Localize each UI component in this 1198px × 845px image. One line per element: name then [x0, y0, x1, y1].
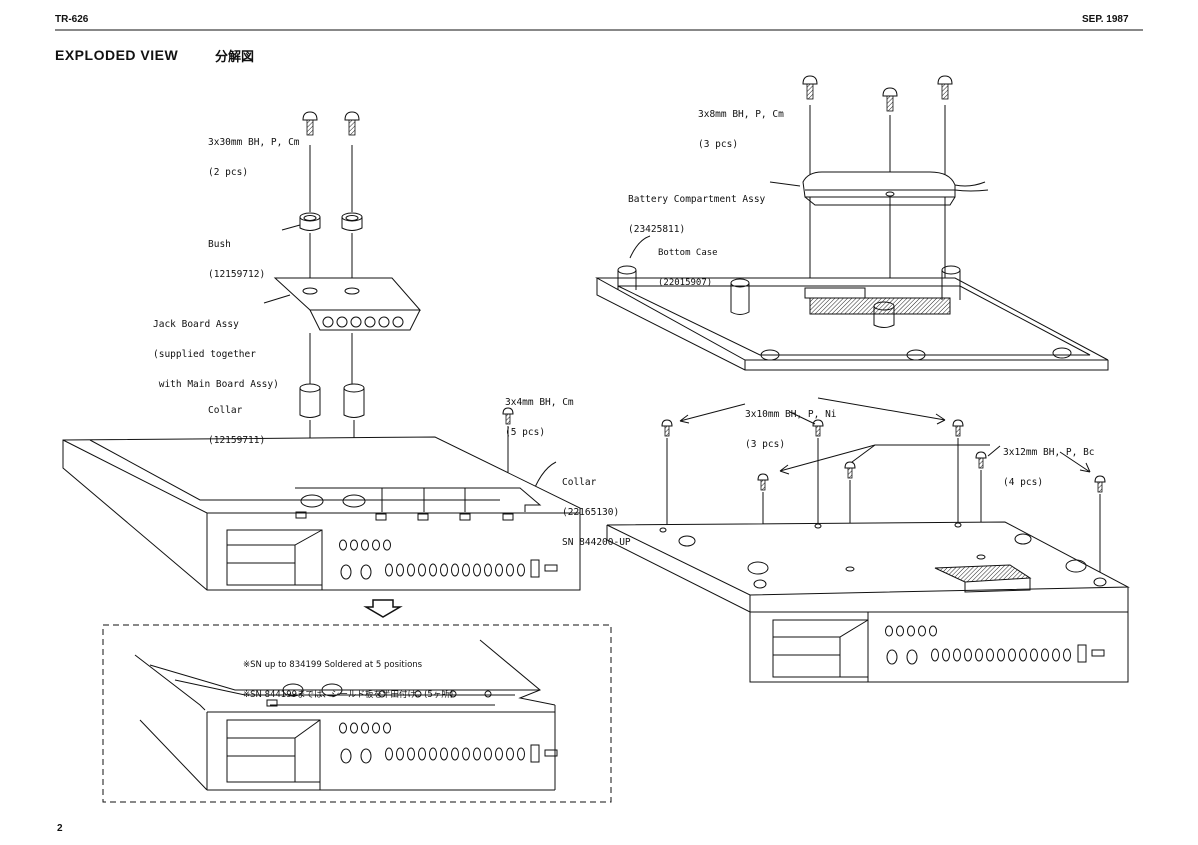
- label-screw-12mm: 3x12mm BH, P, Bc (4 pcs): [1003, 428, 1095, 508]
- front-buttons-detail: [339, 722, 558, 764]
- detail-unit-body: [134, 639, 558, 791]
- label-bottom-case: Bottom Case (22015907): [658, 228, 718, 308]
- front-buttons-right: [885, 625, 1105, 665]
- front-buttons-upper: [339, 539, 558, 580]
- label-bush-part: (12159712): [208, 269, 266, 280]
- screw-8mm-2: [882, 87, 898, 112]
- screw-12mm-1: [757, 473, 769, 491]
- detail-arrow-icon: [363, 599, 403, 618]
- bush-left: [299, 212, 321, 231]
- label-screw-10mm-spec: 3x10mm BH, P, Ni: [745, 409, 837, 420]
- label-bottom-case-name: Bottom Case: [658, 248, 718, 258]
- label-screw-30mm-spec: 3x30mm BH, P, Cm: [208, 137, 300, 148]
- label-jack-board-name: Jack Board Assy: [153, 319, 239, 330]
- label-screw-4mm-qty: (5 pcs): [505, 427, 546, 438]
- page-number: 2: [57, 823, 63, 834]
- label-bush-name: Bush: [208, 239, 231, 250]
- label-bush: Bush (12159712): [208, 220, 265, 300]
- screw-12mm-2: [844, 461, 856, 479]
- label-screw-30mm-qty: (2 pcs): [208, 167, 249, 178]
- label-screw-4mm: 3x4mm BH, Cm (5 pcs): [505, 378, 574, 458]
- left-unit-body: [62, 436, 581, 591]
- bush-right: [341, 212, 363, 231]
- label-collar-upper-part: (12159711): [208, 435, 266, 446]
- right-top-assembly: [595, 75, 1109, 371]
- label-screw-10mm: 3x10mm BH, P, Ni (3 pcs): [745, 390, 837, 470]
- screw-10mm-3: [952, 419, 964, 437]
- screw-30mm-left: [302, 111, 318, 136]
- label-jack-board: Jack Board Assy (supplied together with …: [153, 300, 279, 410]
- label-screw-8mm: 3x8mm BH, P, Cm (3 pcs): [698, 90, 784, 170]
- label-screw-12mm-qty: (4 pcs): [1003, 477, 1044, 488]
- label-collar-lower-part: (22165130): [562, 507, 620, 518]
- model-header: TR-626: [55, 14, 89, 25]
- label-screw-30mm: 3x30mm BH, P, Cm (2 pcs): [208, 118, 300, 198]
- screw-8mm-3: [937, 75, 953, 100]
- label-battery-part: (23425811): [628, 224, 686, 235]
- screw-30mm-right: [344, 111, 360, 136]
- label-collar-upper: Collar (12159711): [208, 386, 265, 466]
- label-screw-8mm-qty: (3 pcs): [698, 139, 739, 150]
- screw-8mm-1: [802, 75, 818, 100]
- label-screw-12mm-spec: 3x12mm BH, P, Bc: [1003, 447, 1095, 458]
- screw-10mm-1: [661, 419, 673, 437]
- screw-12mm-3: [975, 451, 987, 469]
- label-collar-upper-name: Collar: [208, 405, 243, 416]
- label-jack-board-note2: with Main Board Assy): [153, 379, 279, 390]
- collar-right: [343, 383, 365, 418]
- detail-note-ja: ※SN 844199までは、シールド板を半田付け。(5ヶ所): [243, 690, 454, 700]
- label-battery: Battery Compartment Assy (23425811): [628, 175, 765, 255]
- detail-note: ※SN up to 834199 Soldered at 5 positions…: [243, 640, 453, 720]
- label-bottom-case-part: (22015907): [658, 278, 713, 288]
- label-collar-lower-name: Collar: [562, 477, 597, 488]
- date-header: SEP. 1987: [1082, 14, 1129, 25]
- label-jack-board-note1: (supplied together: [153, 349, 256, 360]
- collar-left: [299, 383, 321, 418]
- label-screw-10mm-qty: (3 pcs): [745, 439, 786, 450]
- label-screw-4mm-spec: 3x4mm BH, Cm: [505, 397, 574, 408]
- detail-box: [102, 624, 612, 803]
- detail-note-en: ※SN up to 834199 Soldered at 5 positions: [243, 660, 423, 670]
- screw-12mm-4: [1094, 475, 1106, 493]
- label-battery-name: Battery Compartment Assy: [628, 194, 766, 205]
- label-screw-8mm-spec: 3x8mm BH, P, Cm: [698, 109, 784, 120]
- page-title-japanese: 分解図: [215, 50, 255, 65]
- jack-board: [273, 277, 422, 331]
- battery-compartment: [769, 171, 989, 206]
- right-bottom-assembly: [606, 397, 1130, 683]
- label-collar-lower: Collar (22165130) SN 844200-UP: [562, 458, 631, 568]
- page-title: EXPLODED VIEW: [55, 47, 179, 63]
- label-collar-lower-serial: SN 844200-UP: [562, 537, 631, 548]
